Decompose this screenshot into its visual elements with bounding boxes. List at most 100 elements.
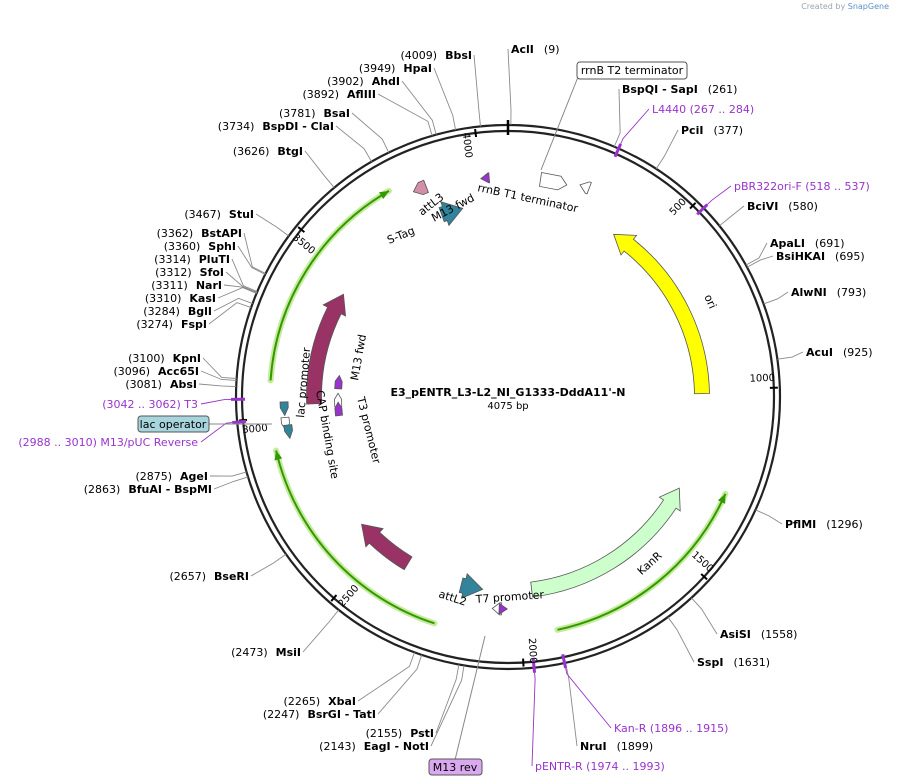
enzyme-site-label[interactable]: (3360)SphI [164,240,236,253]
enzyme-site-label[interactable]: (2863)BfuAI - BspMI [84,483,212,496]
enzyme-leader-line [777,351,804,360]
primer-mark[interactable] [613,143,623,158]
s-tag-arrow[interactable] [412,179,429,195]
enzyme-site-label[interactable]: (3949)HpaI [359,62,432,75]
enzyme-site-label[interactable]: (3902)AhdI [327,75,400,88]
lac-operator-label[interactable]: lac operator [137,415,272,433]
enzyme-site-label[interactable]: ApaLI(691) [770,237,845,250]
enzyme-site-label[interactable]: (4009)BbsI [401,49,472,62]
scale-tick [474,128,478,138]
feature-label-lacza[interactable]: lacZα [280,324,299,359]
orf-arc-kanr-head [717,493,726,504]
rrnb-t2-terminator-arrow[interactable] [579,181,592,195]
rrnb-t1-terminator-arrow[interactable] [539,172,568,191]
enzyme-site-label[interactable]: AcuI(925) [806,346,873,359]
enzyme-leader-line [198,383,237,388]
enzyme-site-label[interactable]: (3274)FspI [136,318,207,331]
watermark-brand: SnapGene [847,2,889,11]
enzyme-site-label[interactable]: (3626)BtgI [233,145,303,158]
feature-arrow-ori[interactable] [613,233,710,395]
enzyme-site-label[interactable]: (2143)EagI - NotI [319,740,429,753]
lac-operator-mark[interactable] [279,401,289,417]
enzyme-site-label[interactable]: BciVI(580) [747,200,818,213]
feature-arrow-attl2[interactable] [458,573,484,599]
feature-arrow-kanr[interactable] [530,487,681,598]
primer-label[interactable]: (3042 .. 3062) T3 [102,398,198,411]
t3-primer-arrow[interactable] [334,401,343,417]
m13-fwd-top-arrow[interactable] [480,172,491,184]
feature-label-ugi[interactable]: UGI [369,570,395,592]
enzyme-site-label[interactable]: (3467)StuI [184,208,254,221]
enzyme-site-label[interactable]: BsiHKAI(695) [776,250,865,263]
feature-arrow-ugi[interactable] [361,523,413,571]
primer-leader-line [200,398,232,405]
enzyme-leader-line [351,112,390,153]
enzyme-leader-line [304,150,335,189]
enzyme-site-label[interactable]: (2155)PstI [366,727,434,740]
enzyme-site-label[interactable]: PciI(377) [681,124,743,137]
enzyme-leader-line [507,48,512,126]
enzyme-site-label[interactable]: (3312)SfoI [155,266,224,279]
primer-label[interactable]: pBR322ori-F (518 .. 537) [734,180,870,193]
primer-label[interactable]: Kan-R (1896 .. 1915) [614,722,728,735]
enzyme-site-label[interactable]: (2657)BseRI [169,570,249,583]
enzyme-site-label[interactable]: BspQI - SapI(261) [622,83,737,96]
rrnb-t2-terminator-label[interactable]: rrnB T2 terminator [540,61,688,171]
m13-fwd-inner-arrow[interactable] [334,374,343,390]
enzyme-site-label[interactable]: AlwNI(793) [791,286,866,299]
enzyme-leader-line [213,297,253,312]
enzyme-leader-line [377,654,423,715]
primer-label[interactable]: pENTR-R (1974 .. 1993) [535,760,665,773]
enzyme-leader-line [691,597,718,635]
enzyme-site-label[interactable]: AsiSI(1558) [720,628,797,641]
enzyme-site-label[interactable]: (3781)BsaI [279,107,350,120]
enzyme-leader-line [435,664,460,734]
feature-arrow-attl3[interactable] [438,201,464,227]
orf-arc-ugi[interactable] [275,450,435,625]
m13-rev-arrow[interactable] [498,603,508,615]
enzyme-site-label[interactable]: SspI(1631) [697,656,770,669]
enzyme-site-label[interactable]: AclI(9) [511,43,560,56]
primer-leader-line [200,422,233,443]
enzyme-site-label[interactable]: (3311)NarI [151,279,222,292]
enzyme-leader-line [202,357,237,379]
primer-mark[interactable] [531,658,537,673]
orf-arc-lacza[interactable] [269,190,390,381]
scale-tick-label: 2500 [336,583,361,609]
svg-text:lac operator: lac operator [140,418,207,431]
enzyme-site-label[interactable]: (3100)KpnI [128,352,201,365]
primer-mark[interactable] [561,653,568,669]
primer-mark[interactable] [232,419,247,425]
enzyme-site-label[interactable]: (3081)AbsI [125,378,197,391]
enzyme-site-label[interactable]: (2875)AgeI [135,470,208,483]
enzyme-site-label[interactable]: (3734)BspDI - ClaI [218,120,334,133]
feature-arrow-lacz-[interactable] [306,293,347,405]
enzyme-leader-line [335,125,372,162]
primer-label[interactable]: (2988 .. 3010) M13/pUC Reverse [18,436,198,449]
orf-arc-kanr[interactable] [557,493,727,631]
enzyme-site-label[interactable]: (3284)BglI [143,305,212,318]
enzyme-site-label[interactable]: (2473)MsiI [231,646,301,659]
enzyme-site-label[interactable]: NruI(1899) [580,740,653,753]
enzyme-leader-line [209,471,247,477]
primer-label[interactable]: L4440 (267 .. 284) [652,103,754,116]
feature-label-t3-promoter: T3 promoter [354,395,383,466]
enzyme-leader-line [667,616,695,663]
enzyme-site-label[interactable]: (2247)BsrGI - TatI [263,708,376,721]
scale-tick-label: 3500 [290,232,317,257]
enzyme-leader-line [200,370,237,381]
enzyme-site-label[interactable]: (3362)BstAPI [157,227,242,240]
m13-rev-label[interactable]: M13 rev [428,635,486,776]
snapgene-watermark: Created by SnapGene [801,2,889,11]
primer-mark[interactable] [696,203,709,216]
enzyme-site-label[interactable]: (3314)PluTI [154,253,230,266]
feature-label-lac-promoter: lac promoter [294,347,313,419]
enzyme-site-label[interactable]: (2265)XbaI [284,695,356,708]
enzyme-site-label[interactable]: (3096)Acc65I [113,365,199,378]
cap-site-mark[interactable] [283,424,293,440]
enzyme-site-label[interactable]: (3892)AflIII [302,88,376,101]
enzyme-leader-line [250,553,287,577]
enzyme-site-label[interactable]: PflMI(1296) [785,518,863,531]
enzyme-site-label[interactable]: (3310)KasI [145,292,216,305]
